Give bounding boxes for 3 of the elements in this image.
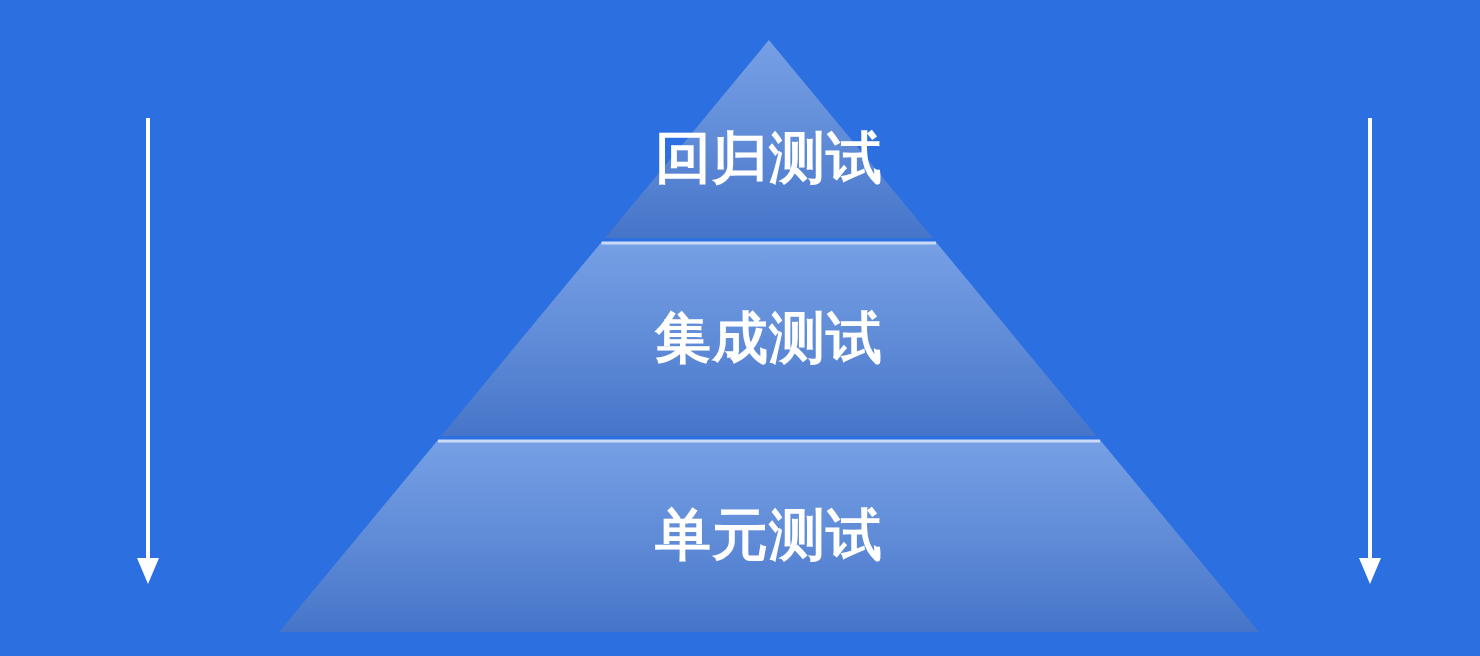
tier-label: 回归测试 — [655, 124, 883, 192]
tier-label: 集成测试 — [655, 304, 883, 372]
tier-label: 单元测试 — [655, 501, 883, 569]
